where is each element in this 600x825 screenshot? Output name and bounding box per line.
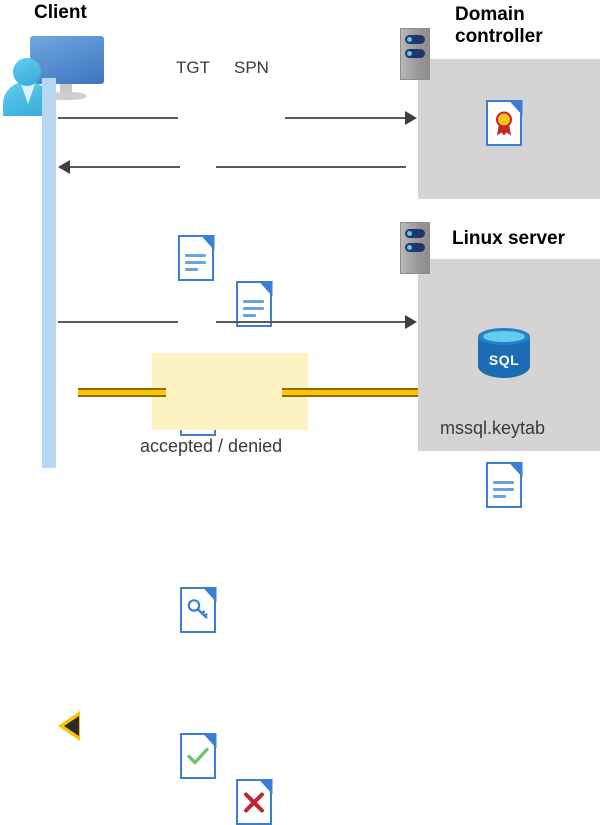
- check-svg: [187, 747, 209, 764]
- seal-svg: [496, 111, 512, 136]
- key-icon: [186, 597, 210, 624]
- accepted-document-icon: [180, 732, 217, 779]
- domain-controller-title: Domain controller: [455, 4, 543, 48]
- doc-line: [493, 487, 514, 491]
- x-svg: [244, 792, 264, 813]
- flow-line-client-to-dc: [285, 117, 405, 119]
- rack-led-bar: [405, 49, 425, 58]
- flow-line-client-to-linux: [216, 321, 406, 323]
- person-head: [13, 58, 41, 86]
- flow-line-dc-to-client: [216, 166, 406, 168]
- doc-line: [243, 306, 264, 310]
- key-document-icon: [180, 586, 217, 633]
- result-flow-line: [282, 388, 418, 397]
- flow-line-client-to-linux: [58, 321, 178, 323]
- x-icon: [243, 791, 265, 818]
- document-text-lines: [493, 480, 514, 502]
- doc-line: [185, 260, 206, 264]
- page-fold: [258, 280, 273, 297]
- monitor-neck: [60, 84, 72, 94]
- rack-led-bar: [405, 243, 425, 252]
- page-fold: [200, 234, 215, 251]
- rack-led-bar: [405, 229, 425, 238]
- doc-line: [243, 313, 256, 317]
- keytab-document-icon: [486, 461, 523, 508]
- tgt-document-icon: [178, 234, 215, 281]
- client-workstation-icon: [3, 10, 115, 116]
- certificate-document-icon: [486, 99, 523, 146]
- client-title: Client: [34, 2, 87, 23]
- tgt-label: TGT: [176, 58, 210, 77]
- doc-line: [243, 299, 264, 303]
- spn-label: SPN: [234, 58, 269, 77]
- spn-document-icon: [236, 280, 273, 327]
- flow-line-client-to-dc: [58, 117, 178, 119]
- doc-line: [493, 494, 506, 498]
- result-caption: accepted / denied: [140, 436, 283, 456]
- check-icon: [186, 746, 210, 771]
- flow-arrowhead-right: [405, 315, 417, 329]
- key-svg: [187, 599, 208, 619]
- domain-controller-title-line1: Domain: [455, 4, 525, 25]
- monitor-base: [47, 92, 87, 100]
- doc-line: [185, 253, 206, 257]
- doc-line: [493, 480, 514, 484]
- sql-badge-label: SQL: [488, 352, 520, 368]
- flow-arrowhead-left: [58, 160, 70, 174]
- server-rack-icon: [400, 28, 430, 80]
- client-lifeline: [42, 78, 56, 468]
- keytab-filename-label: mssql.keytab: [440, 418, 546, 438]
- linux-server-title: Linux server: [452, 228, 565, 249]
- flow-line-dc-to-client: [70, 166, 180, 168]
- monitor-screen: [30, 36, 104, 84]
- doc-line: [185, 267, 198, 271]
- result-flow-line: [78, 388, 166, 397]
- sql-cylinder-top-inner: [483, 331, 525, 342]
- result-flow-arrowhead-left: [58, 711, 80, 741]
- document-text-lines: [243, 299, 264, 321]
- sql-database-icon: SQL: [478, 328, 530, 386]
- certificate-seal-icon: [492, 110, 516, 143]
- server-rack-icon: [400, 222, 430, 274]
- rack-led-bar: [405, 35, 425, 44]
- flow-arrowhead-right: [405, 111, 417, 125]
- page-fold: [508, 461, 523, 478]
- denied-document-icon: [236, 778, 273, 825]
- domain-controller-title-line2: controller: [455, 26, 543, 47]
- document-text-lines: [185, 253, 206, 275]
